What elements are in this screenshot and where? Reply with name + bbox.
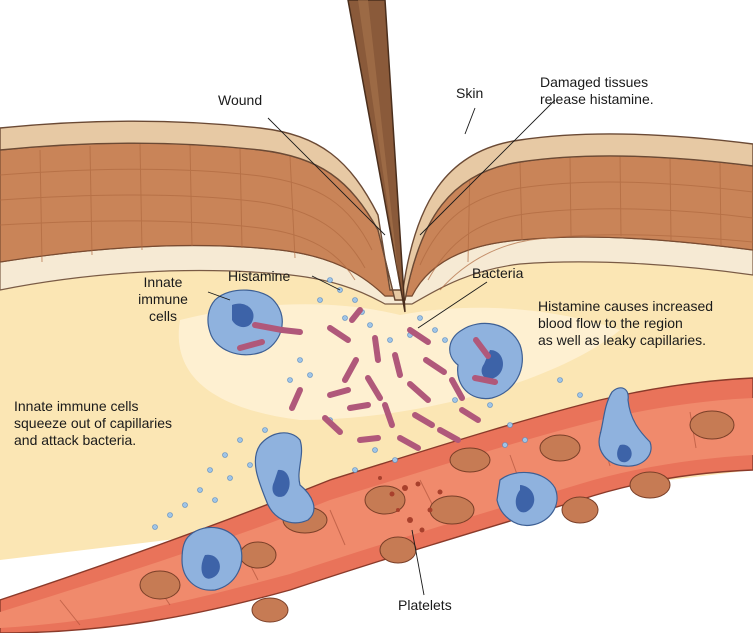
- label-damaged-tissues: Damaged tissues release histamine.: [540, 74, 654, 108]
- label-innate-immune-cells: Innate immune cells: [128, 274, 198, 325]
- histamine-causes-line-3: as well as leaky capillaries.: [538, 332, 713, 349]
- squeeze-line-3: and attack bacteria.: [14, 432, 172, 449]
- damaged-line-1: Damaged tissues: [540, 74, 654, 91]
- innate-line-1: Innate: [128, 274, 198, 291]
- damaged-line-2: release histamine.: [540, 91, 654, 108]
- innate-line-2: immune: [128, 291, 198, 308]
- label-histamine-causes: Histamine causes increased blood flow to…: [538, 298, 713, 349]
- label-histamine: Histamine: [228, 268, 290, 285]
- histamine-causes-line-2: blood flow to the region: [538, 315, 713, 332]
- label-skin: Skin: [456, 85, 483, 102]
- histamine-causes-line-1: Histamine causes increased: [538, 298, 713, 315]
- label-squeeze: Innate immune cells squeeze out of capil…: [14, 398, 172, 449]
- label-wound: Wound: [218, 92, 262, 109]
- squeeze-line-1: Innate immune cells: [14, 398, 172, 415]
- innate-line-3: cells: [128, 308, 198, 325]
- label-platelets: Platelets: [398, 597, 452, 614]
- label-bacteria: Bacteria: [472, 265, 523, 282]
- squeeze-line-2: squeeze out of capillaries: [14, 415, 172, 432]
